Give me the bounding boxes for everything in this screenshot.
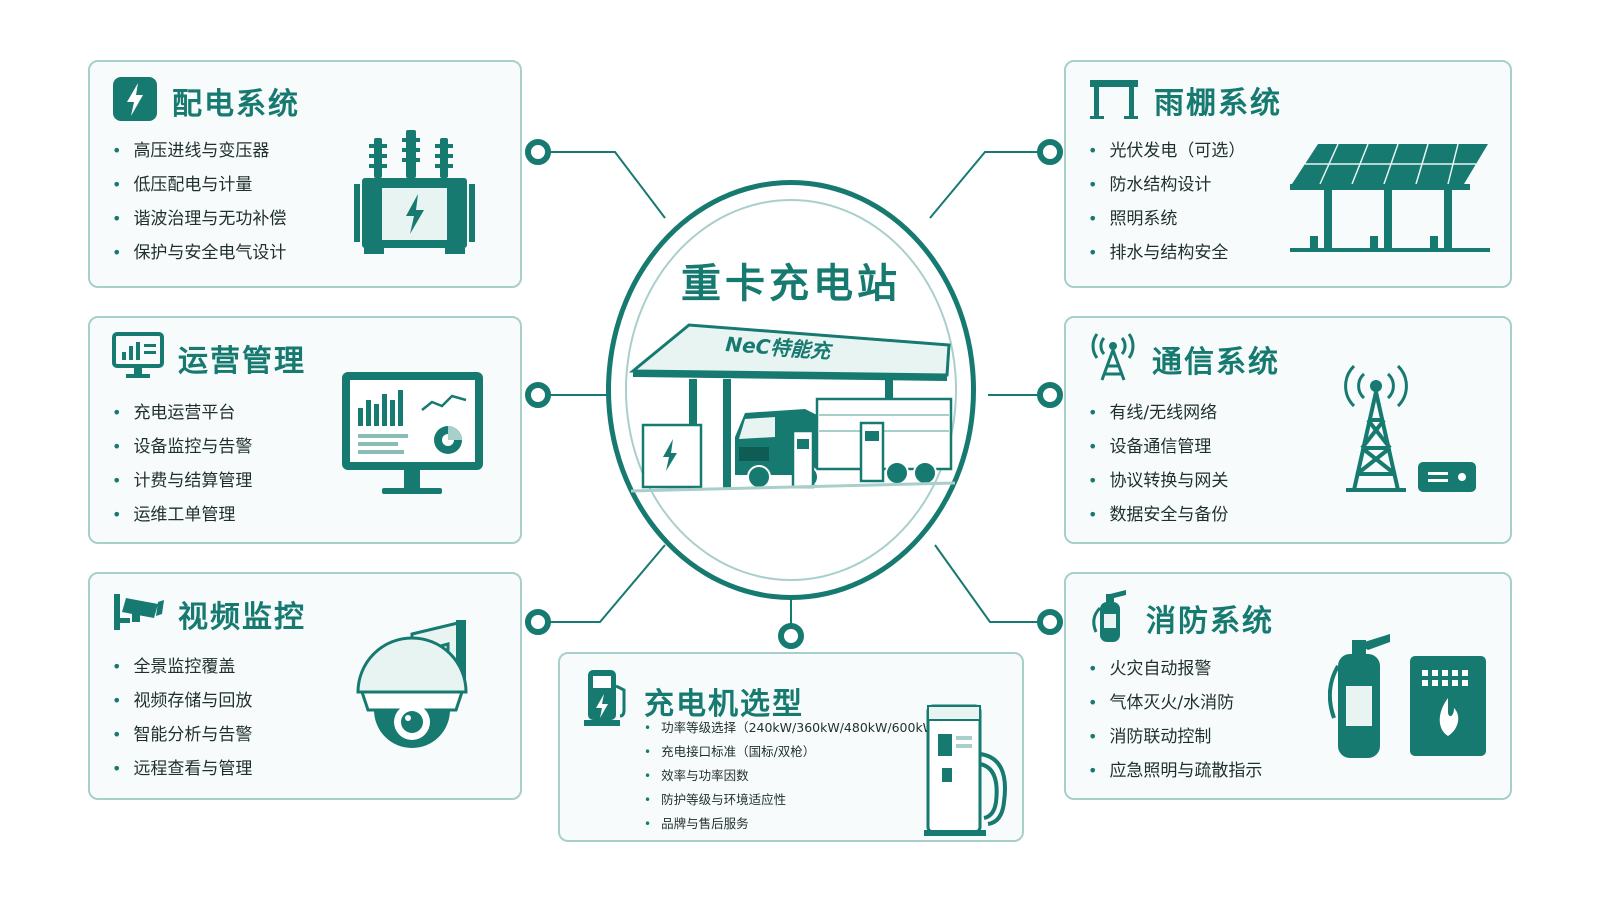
list-item: 有线/无线网络 [1088,396,1228,430]
solar-canopy-illustration [1290,143,1490,252]
list-item: 远程查看与管理 [112,752,252,786]
item-list: 高压进线与变压器 低压配电与计量 谐波治理与无功补偿 保护与安全电气设计 [112,134,286,270]
card-canopy-system: 雨棚系统 光伏发电（可选） 防水结构设计 照明系统 排水与结构安全 [1064,60,1512,288]
card-title: 视频监控 [178,600,306,635]
list-item: 协议转换与网关 [1088,464,1228,498]
list-item: 智能分析与告警 [112,718,252,752]
lightning-bolt-icon [112,76,158,126]
item-list: 火灾自动报警 气体灭火/水消防 消防联动控制 应急照明与疏散指示 [1088,652,1262,788]
signal-tower-illustration [1344,364,1476,492]
list-item: 充电运营平台 [112,396,252,430]
antenna-signal-icon [1088,332,1138,386]
list-item: 保护与安全电气设计 [112,236,286,270]
monitor-chart-icon [112,332,164,384]
card-communication-system: 通信系统 有线/无线网络 设备通信管理 协议转换与网关 数据安全与备份 [1064,316,1512,544]
list-item: 谐波治理与无功补偿 [112,202,286,236]
charging-station-illustration: NeC特能充 [629,323,956,493]
card-fire-system: 消防系统 火灾自动报警 气体灭火/水消防 消防联动控制 应急照明与疏散指示 [1064,572,1512,800]
card-title: 运营管理 [178,344,306,379]
card-title: 通信系统 [1152,345,1280,380]
fire-extinguisher-icon [1088,588,1132,648]
card-power-distribution: 配电系统 高压进线与变压器 低压配电与计量 谐波治理与无功补偿 保护与安全电气设… [88,60,522,288]
list-item: 效率与功率因数 [644,764,960,788]
dome-camera-illustration [356,620,468,748]
item-list: 光伏发电（可选） 防水结构设计 照明系统 排水与结构安全 [1088,134,1245,270]
list-item: 功率等级选择（240kW/360kW/480kW/600kW等） [644,716,960,740]
list-item: 品牌与售后服务 [644,812,960,836]
card-title: 配电系统 [172,87,300,122]
list-item: 数据安全与备份 [1088,498,1228,532]
hub-title: 重卡充电站 [681,261,901,307]
list-item: 设备通信管理 [1088,430,1228,464]
list-item: 气体灭火/水消防 [1088,686,1262,720]
list-item: 视频存储与回放 [112,684,252,718]
transformer-illustration [354,130,475,254]
list-item: 充电接口标准（国标/双枪） [644,740,960,764]
list-item: 计费与结算管理 [112,464,252,498]
canopy-icon [1088,76,1140,124]
hub-circle: 重卡充电站 NeC特能充 [606,180,976,600]
card-charger-selection: 充电机选型 功率等级选择（240kW/360kW/480kW/600kW等） 充… [558,652,1024,842]
card-title: 消防系统 [1146,604,1274,639]
hub-inner-ring [625,199,957,581]
list-item: 设备监控与告警 [112,430,252,464]
list-item: 防水结构设计 [1088,168,1245,202]
list-item: 低压配电与计量 [112,168,286,202]
extinguisher-and-alarm-panel-illustration [1328,634,1486,758]
list-item: 排水与结构安全 [1088,236,1245,270]
cctv-camera-icon [112,588,164,640]
list-item: 全景监控覆盖 [112,650,252,684]
list-item: 防护等级与环境适应性 [644,788,960,812]
list-item: 高压进线与变压器 [112,134,286,168]
card-title: 雨棚系统 [1154,86,1282,121]
item-list: 有线/无线网络 设备通信管理 协议转换与网关 数据安全与备份 [1088,396,1228,532]
list-item: 应急照明与疏散指示 [1088,754,1262,788]
card-operation-management: 运营管理 充电运营平台 设备监控与告警 计费与结算管理 运维工单管理 [88,316,522,544]
list-item: 火灾自动报警 [1088,652,1262,686]
ev-charger-icon [582,668,630,734]
list-item: 照明系统 [1088,202,1245,236]
card-video-surveillance: 视频监控 全景监控覆盖 视频存储与回放 智能分析与告警 远程查看与管理 [88,572,522,800]
item-list: 全景监控覆盖 视频存储与回放 智能分析与告警 远程查看与管理 [112,650,252,786]
list-item: 光伏发电（可选） [1088,134,1245,168]
item-list: 充电运营平台 设备监控与告警 计费与结算管理 运维工单管理 [112,396,252,532]
list-item: 运维工单管理 [112,498,252,532]
item-list: 功率等级选择（240kW/360kW/480kW/600kW等） 充电接口标准（… [644,716,960,836]
list-item: 消防联动控制 [1088,720,1262,754]
dashboard-monitor-illustration [342,372,483,494]
charging-pile-illustration [924,704,1007,836]
